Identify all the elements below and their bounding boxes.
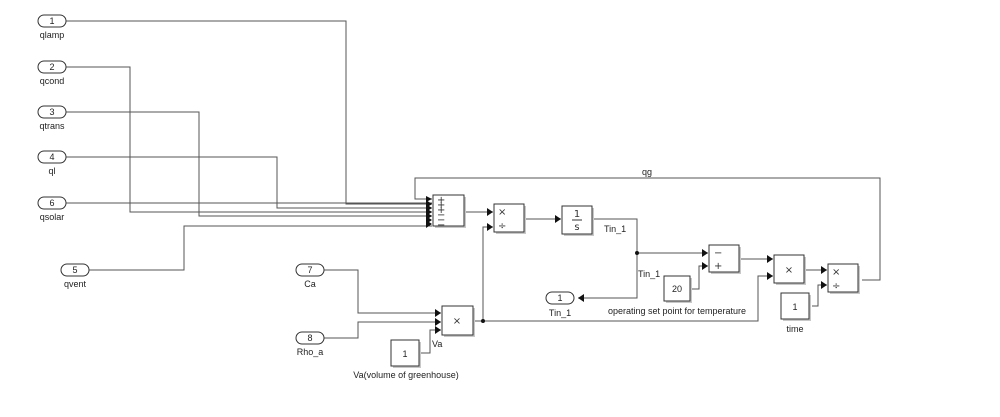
volume-constant[interactable]: 1	[390, 339, 421, 368]
time-constant[interactable]: 1	[780, 292, 811, 321]
svg-text:qtrans: qtrans	[39, 121, 65, 131]
svg-text:8: 8	[307, 333, 312, 343]
wire-qcond	[66, 66, 432, 213]
svg-text:−: −	[437, 220, 445, 231]
wire-rho-a	[324, 321, 441, 339]
product-mass-block[interactable]: ×	[441, 305, 475, 337]
wire-ql	[66, 156, 432, 209]
wire-qtrans	[66, 111, 432, 217]
arrowheads	[426, 196, 827, 334]
svg-text:qcond: qcond	[40, 76, 65, 86]
svg-text:1: 1	[49, 16, 54, 26]
setpoint-constant[interactable]: 20	[663, 275, 692, 303]
product-block[interactable]: ×	[773, 254, 806, 285]
svg-text:−: −	[437, 215, 445, 226]
svg-text:+: +	[437, 200, 445, 211]
subtract-block[interactable]: − +	[708, 244, 741, 274]
wire-qg	[414, 177, 881, 281]
svg-text:÷: ÷	[832, 281, 840, 292]
integrator-block[interactable]: 1 s	[561, 205, 594, 236]
svg-text:7: 7	[307, 265, 312, 275]
divide-block-2[interactable]: × ÷	[827, 263, 860, 294]
svg-text:3: 3	[49, 107, 54, 117]
inport-ql[interactable]: 4 ql	[37, 150, 67, 176]
svg-text:Tin_1: Tin_1	[549, 308, 571, 318]
inport-ca[interactable]: 7 Ca	[295, 263, 325, 289]
svg-text:+: +	[437, 195, 445, 206]
branch-point-mass	[481, 319, 485, 323]
signal-label-tin-1: Tin_1	[604, 224, 626, 234]
volume-label: Va(volume of greenhouse)	[353, 370, 458, 380]
svg-text:×: ×	[785, 265, 793, 276]
svg-text:20: 20	[672, 284, 682, 294]
wire-mass-to-product	[483, 275, 773, 322]
svg-text:×: ×	[832, 267, 840, 278]
svg-text:1: 1	[792, 302, 797, 312]
wire-time	[812, 284, 827, 307]
inport-qlamp[interactable]: 1 qlamp	[37, 14, 67, 40]
divide-block-1[interactable]: × ÷	[493, 203, 526, 234]
svg-text:−: −	[437, 210, 445, 221]
inport-qsolar[interactable]: 6 qsolar	[37, 196, 67, 222]
svg-text:×: ×	[453, 316, 461, 327]
svg-text:1: 1	[402, 349, 407, 359]
svg-text:Ca: Ca	[304, 279, 316, 289]
svg-text:6: 6	[49, 198, 54, 208]
wire-qvent	[89, 225, 432, 271]
svg-text:×: ×	[498, 207, 506, 218]
svg-text:qvent: qvent	[64, 279, 87, 289]
svg-text:2: 2	[49, 62, 54, 72]
inport-qtrans[interactable]: 3 qtrans	[37, 105, 67, 131]
svg-text:4: 4	[49, 152, 54, 162]
svg-text:÷: ÷	[498, 221, 506, 232]
wire-ca	[324, 269, 441, 314]
wire-mass-to-divide	[474, 226, 493, 322]
inport-rho-a[interactable]: 8 Rho_a	[295, 331, 325, 357]
outport-tin-1[interactable]: 1 Tin_1	[545, 291, 575, 318]
setpoint-label: operating set point for temperature	[608, 306, 746, 316]
wire-setpoint	[691, 265, 708, 290]
sum-block[interactable]: + + + − − −	[432, 194, 466, 231]
svg-text:5: 5	[72, 265, 77, 275]
svg-text:ql: ql	[48, 166, 55, 176]
wire-integrator-out	[578, 218, 638, 299]
svg-text:s: s	[574, 222, 579, 233]
svg-text:qlamp: qlamp	[40, 30, 65, 40]
signal-label-va: Va	[432, 339, 442, 349]
svg-text:1: 1	[574, 209, 580, 220]
inport-qvent[interactable]: 5 qvent	[60, 263, 90, 289]
signal-label-tin-1-branch: Tin_1	[638, 269, 660, 279]
svg-text:+: +	[714, 261, 722, 272]
time-label: time	[786, 324, 803, 334]
svg-text:1: 1	[557, 293, 562, 303]
wire-qlamp	[66, 20, 432, 205]
svg-text:−: −	[714, 248, 722, 259]
svg-text:qsolar: qsolar	[40, 212, 65, 222]
inport-qcond[interactable]: 2 qcond	[37, 60, 67, 86]
svg-text:Rho_a: Rho_a	[297, 347, 324, 357]
branch-point-tin	[635, 251, 639, 255]
svg-text:+: +	[437, 205, 445, 216]
signal-label-qg: qg	[642, 167, 652, 177]
